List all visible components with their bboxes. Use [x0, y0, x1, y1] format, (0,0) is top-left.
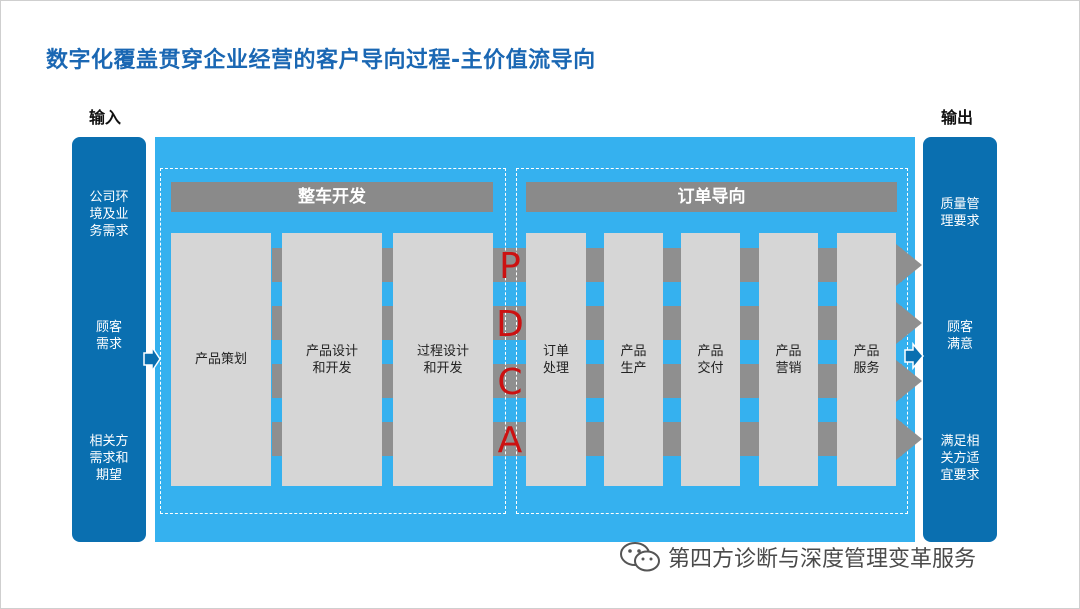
input-arrow-icon [143, 344, 161, 374]
process-box: 订单 处理 [526, 233, 586, 486]
watermark-text: 第四方诊断与深度管理变革服务 [668, 547, 977, 572]
process-box: 产品策划 [171, 233, 271, 486]
output-item-quality: 质量管 理要求 [940, 197, 980, 229]
input-item-env: 公司环 境及业 务需求 [89, 190, 129, 239]
pdca-letter: D [496, 304, 524, 345]
output-label: 输出 [941, 108, 974, 127]
process-box: 产品 生产 [604, 233, 663, 486]
stripe-arrowhead [896, 302, 922, 344]
process-box: 产品 服务 [837, 233, 896, 486]
input-item-stakeholder: 相关方 需求和 期望 [89, 434, 129, 483]
output-item-stakeholder: 满足相 关方适 宜要求 [940, 434, 980, 483]
stripe-arrowhead [896, 418, 922, 460]
stripe-arrowhead [896, 360, 922, 402]
section-boundary-development [160, 168, 506, 514]
output-arrow-icon [904, 341, 924, 371]
pdca-letter: A [497, 420, 523, 461]
section-title-development: 整车开发 [171, 182, 493, 212]
pdca-letter: P [499, 246, 521, 287]
input-item-customer: 顾客 需求 [95, 320, 122, 352]
section-title-order: 订单导向 [526, 182, 897, 212]
input-panel: 公司环 境及业 务需求 顾客 需求 相关方 需求和 期望 [72, 137, 146, 542]
slide-title: 数字化覆盖贯穿企业经营的客户导向过程-主价值流导向 [46, 48, 596, 73]
section-boundary-order [516, 168, 908, 514]
wechat-icon [620, 542, 660, 572]
process-box: 产品 营销 [759, 233, 818, 486]
process-box: 产品 交付 [681, 233, 740, 486]
process-box: 过程设计 和开发 [393, 233, 493, 486]
input-label: 输入 [89, 108, 122, 127]
stripe-arrowhead [896, 244, 922, 286]
watermark: 第四方诊断与深度管理变革服务 [618, 540, 976, 574]
output-item-satisfaction: 顾客 满意 [946, 320, 973, 352]
process-box: 产品设计 和开发 [282, 233, 382, 486]
pdca-letter: C [497, 362, 523, 403]
output-panel: 质量管 理要求 顾客 满意 满足相 关方适 宜要求 [923, 137, 997, 542]
